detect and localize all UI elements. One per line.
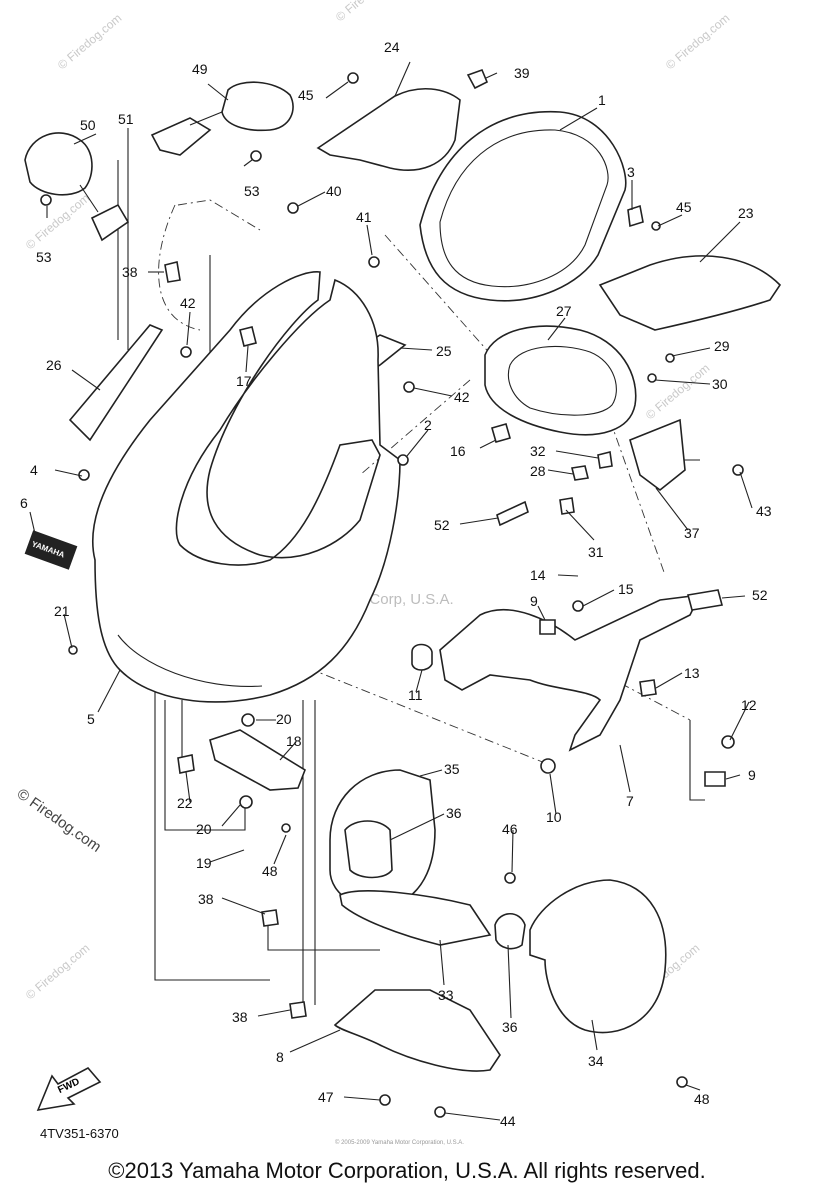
diagram-id: 4TV351-6370 xyxy=(40,1126,119,1141)
callout-19: 19 xyxy=(196,855,212,871)
mirror-base-51 xyxy=(90,203,130,242)
callout-49: 49 xyxy=(192,61,208,77)
fwd-arrow: FWD xyxy=(36,1066,102,1112)
mirror-50 xyxy=(24,132,93,196)
callout-28: 28 xyxy=(530,463,546,479)
callout-43: 43 xyxy=(756,503,772,519)
inner-panel-26 xyxy=(68,324,164,442)
copyright-footer: ©2013 Yamaha Motor Corporation, U.S.A. A… xyxy=(108,1158,706,1183)
mirror-bracket-51 xyxy=(150,117,212,156)
callout-7: 7 xyxy=(626,793,634,809)
callout-48: 48 xyxy=(694,1091,710,1107)
callout-4: 4 xyxy=(30,462,38,478)
callout-10: 10 xyxy=(546,809,562,825)
callout-2: 2 xyxy=(424,417,432,433)
callout-23: 23 xyxy=(738,205,754,221)
duct-cover-18 xyxy=(209,729,306,791)
side-cover-24 xyxy=(316,87,461,171)
duct-34 xyxy=(529,879,667,1034)
callout-50: 50 xyxy=(80,117,96,133)
callout-3: 3 xyxy=(627,164,635,180)
callout-6: 6 xyxy=(20,495,28,511)
callout-42: 42 xyxy=(454,389,470,405)
callout-labels: 1 2 3 4 5 6 7 8 9 9 10 11 12 13 14 15 16… xyxy=(20,39,772,1129)
tiny-copyright: © 2005-2009 Yamaha Motor Corporation, U.… xyxy=(335,1140,464,1146)
callout-53: 53 xyxy=(244,183,260,199)
windscreen xyxy=(419,111,627,302)
callout-46: 46 xyxy=(502,821,518,837)
fasteners xyxy=(40,68,744,1118)
callout-13: 13 xyxy=(684,665,700,681)
callout-52: 52 xyxy=(434,517,450,533)
callout-38: 38 xyxy=(232,1009,248,1025)
callout-8: 8 xyxy=(276,1049,284,1065)
callout-26: 26 xyxy=(46,357,62,373)
callout-17: 17 xyxy=(236,373,252,389)
duct-clamp-36 xyxy=(494,912,526,950)
callout-52: 52 xyxy=(752,587,768,603)
mirror-49 xyxy=(221,81,294,132)
watermark-firedog: © Firedog.com xyxy=(643,361,712,422)
watermark-firedog: © Firedog.com xyxy=(663,11,732,72)
callout-29: 29 xyxy=(714,338,730,354)
callout-9: 9 xyxy=(530,593,538,609)
duct-boot-36 xyxy=(344,820,393,879)
side-cover-23 xyxy=(598,255,782,331)
callout-37: 37 xyxy=(684,525,700,541)
callout-1: 1 xyxy=(598,92,606,108)
callout-20: 20 xyxy=(276,711,292,727)
headlight-housing-27 xyxy=(484,325,637,436)
callout-48: 48 xyxy=(262,863,278,879)
cowling-5 xyxy=(91,271,401,703)
callout-32: 32 xyxy=(530,443,546,459)
callout-16: 16 xyxy=(450,443,466,459)
callout-33: 33 xyxy=(438,987,454,1003)
watermark-firedog: © Firedog.com xyxy=(23,941,92,1002)
bracket-37 xyxy=(629,418,686,492)
callout-47: 47 xyxy=(318,1089,334,1105)
callout-11: 11 xyxy=(408,687,423,703)
callout-38: 38 xyxy=(122,264,138,280)
callout-41: 41 xyxy=(356,209,372,225)
callout-20: 20 xyxy=(196,821,212,837)
callout-25: 25 xyxy=(436,343,452,359)
callout-45: 45 xyxy=(298,87,314,103)
callout-40: 40 xyxy=(326,183,342,199)
callout-22: 22 xyxy=(177,795,193,811)
callout-44: 44 xyxy=(500,1113,516,1129)
callout-39: 39 xyxy=(514,65,530,81)
callout-12: 12 xyxy=(741,697,757,713)
callout-45: 45 xyxy=(676,199,692,215)
callout-9: 9 xyxy=(748,767,756,783)
callout-24: 24 xyxy=(384,39,400,55)
callout-14: 14 xyxy=(530,567,546,583)
callout-42: 42 xyxy=(180,295,196,311)
watermark-firedog: © Firedog.com xyxy=(333,0,402,24)
callout-31: 31 xyxy=(588,544,604,560)
yamaha-emblem: YAMAHA xyxy=(24,530,78,570)
callout-36: 36 xyxy=(446,805,462,821)
frame-stay-7 xyxy=(439,594,702,752)
callout-15: 15 xyxy=(618,581,634,597)
watermark-firedog: © Firedog.com xyxy=(55,11,124,72)
watermark-firedog: © Firedog.com xyxy=(23,191,92,252)
callout-38: 38 xyxy=(198,891,214,907)
leader-lines xyxy=(29,61,753,1121)
callout-51: 51 xyxy=(118,111,134,127)
callout-35: 35 xyxy=(444,761,460,777)
callout-53: 53 xyxy=(36,249,52,265)
callout-21: 21 xyxy=(54,603,70,619)
callout-27: 27 xyxy=(556,303,572,319)
callout-18: 18 xyxy=(286,733,302,749)
watermark-firedog-side: © Firedog.com xyxy=(14,785,105,855)
callout-34: 34 xyxy=(588,1053,604,1069)
callout-36: 36 xyxy=(502,1019,518,1035)
duct-33 xyxy=(339,890,492,946)
callout-30: 30 xyxy=(712,376,728,392)
callout-5: 5 xyxy=(87,711,95,727)
under-tray-8 xyxy=(333,989,501,1072)
